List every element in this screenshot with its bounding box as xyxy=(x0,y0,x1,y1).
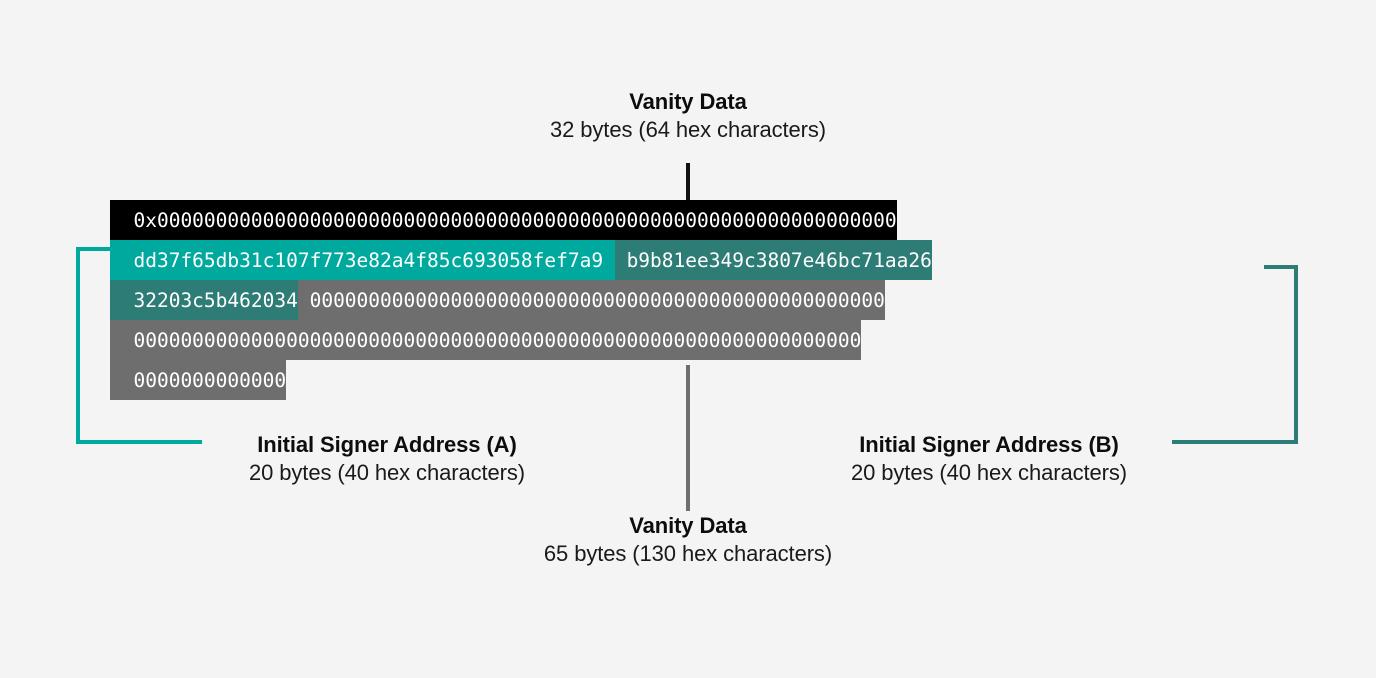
hex-segment-signer_b: b9b81ee349c3807e46bc71aa26 xyxy=(614,240,932,280)
hex-segment-signer_a: dd37f65db31c107f773e82a4f85c693058fef7a9 xyxy=(110,240,615,280)
hex-segment-signer_b: 32203c5b462034 xyxy=(110,280,298,320)
hex-row: dd37f65db31c107f773e82a4f85c693058fef7a9… xyxy=(110,240,1266,280)
callout-vanity-data-top-subtitle: 32 bytes (64 hex characters) xyxy=(549,117,826,143)
callout-signer-b: Initial Signer Address (B) 20 bytes (40 … xyxy=(722,431,1256,487)
callout-vanity-data-bottom: Vanity Data 65 bytes (130 hex characters… xyxy=(0,512,1376,568)
hex-row: 0x00000000000000000000000000000000000000… xyxy=(110,200,1266,240)
callout-vanity-data-bottom-subtitle: 65 bytes (130 hex characters) xyxy=(543,541,833,567)
callout-signer-b-title: Initial Signer Address (B) xyxy=(859,432,1119,457)
callout-vanity-data-bottom-title: Vanity Data xyxy=(629,513,747,538)
hex-row: 0000000000000000000000000000000000000000… xyxy=(110,320,1266,360)
hex-byte-string: 0x00000000000000000000000000000000000000… xyxy=(110,200,1266,400)
hex-segment-padding: 0000000000000000000000000000000000000000… xyxy=(110,320,862,360)
bracket-signer-b xyxy=(1172,265,1298,444)
bracket-signer-b-vertical xyxy=(1294,265,1298,444)
callout-vanity-data-top-title: Vanity Data xyxy=(629,89,747,114)
callout-vanity-data-top: Vanity Data 32 bytes (64 hex characters) xyxy=(0,88,1376,144)
hex-segment-prefix: 0x00000000000000000000000000000000000000… xyxy=(110,200,897,240)
hex-segment-padding: 0000000000000000000000000000000000000000… xyxy=(297,280,885,320)
bracket-signer-b-bottom-arm xyxy=(1172,440,1298,444)
bracket-signer-a-vertical xyxy=(76,247,80,444)
hex-segment-padding: 0000000000000 xyxy=(110,360,287,400)
bracket-signer-b-top-arm xyxy=(1264,265,1298,269)
connector-line-top xyxy=(686,163,690,201)
callout-signer-b-subtitle: 20 bytes (40 hex characters) xyxy=(850,460,1127,486)
callout-signer-a-title: Initial Signer Address (A) xyxy=(257,432,517,457)
hex-row: 32203c5b462034 0000000000000000000000000… xyxy=(110,280,1266,320)
callout-signer-a: Initial Signer Address (A) 20 bytes (40 … xyxy=(120,431,654,487)
bracket-signer-a xyxy=(76,247,202,444)
connector-line-bottom xyxy=(686,365,690,511)
bracket-signer-a-bottom-arm xyxy=(76,440,202,444)
bracket-signer-a-top-arm xyxy=(76,247,112,251)
callout-signer-a-subtitle: 20 bytes (40 hex characters) xyxy=(248,460,525,486)
hex-row: 0000000000000 xyxy=(110,360,1266,400)
